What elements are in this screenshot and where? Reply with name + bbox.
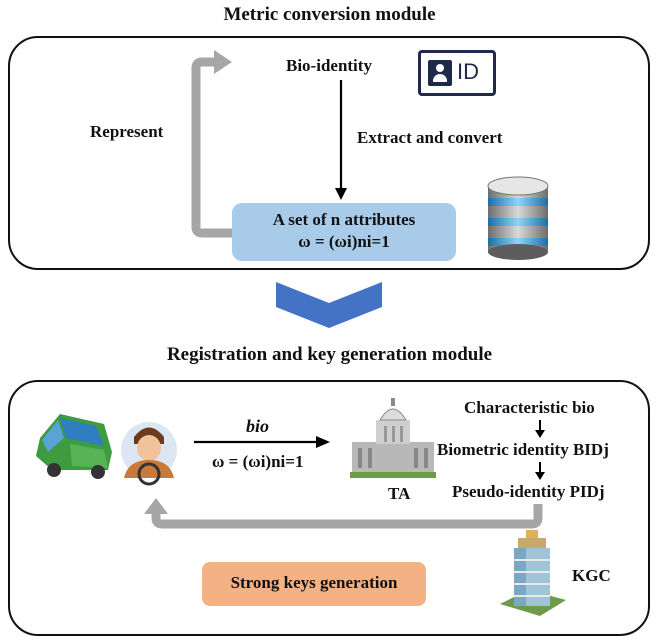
attributes-line1: A set of n attributes — [272, 210, 416, 229]
id-card-icon: ID — [418, 50, 496, 96]
biometric-identity-label: Biometric identity BIDj — [437, 440, 609, 459]
strong-keys-box: Strong keys generation — [202, 562, 426, 606]
bio-label: bio — [246, 416, 270, 436]
extract-convert-label: Extract and convert — [357, 128, 503, 147]
characteristic-label: Characteristic bio — [464, 398, 595, 417]
omega-label: ω = (ωi)ni=1 — [212, 452, 304, 471]
attributes-box: A set of n attributes ω = (ωi)ni=1 — [232, 203, 456, 261]
metric-module-title: Metric conversion module — [223, 4, 436, 25]
id-card-text: ID — [457, 59, 479, 84]
pseudo-identity-label: Pseudo-identity PIDj — [452, 482, 605, 501]
bio-identity-label: Bio-identity — [286, 56, 372, 75]
represent-label: Represent — [90, 122, 164, 141]
ta-label: TA — [388, 484, 411, 503]
registration-module-title: Registration and key generation module — [166, 344, 493, 365]
attributes-line2: ω = (ωi)ni=1 — [298, 232, 390, 251]
kgc-label: KGC — [572, 566, 611, 585]
